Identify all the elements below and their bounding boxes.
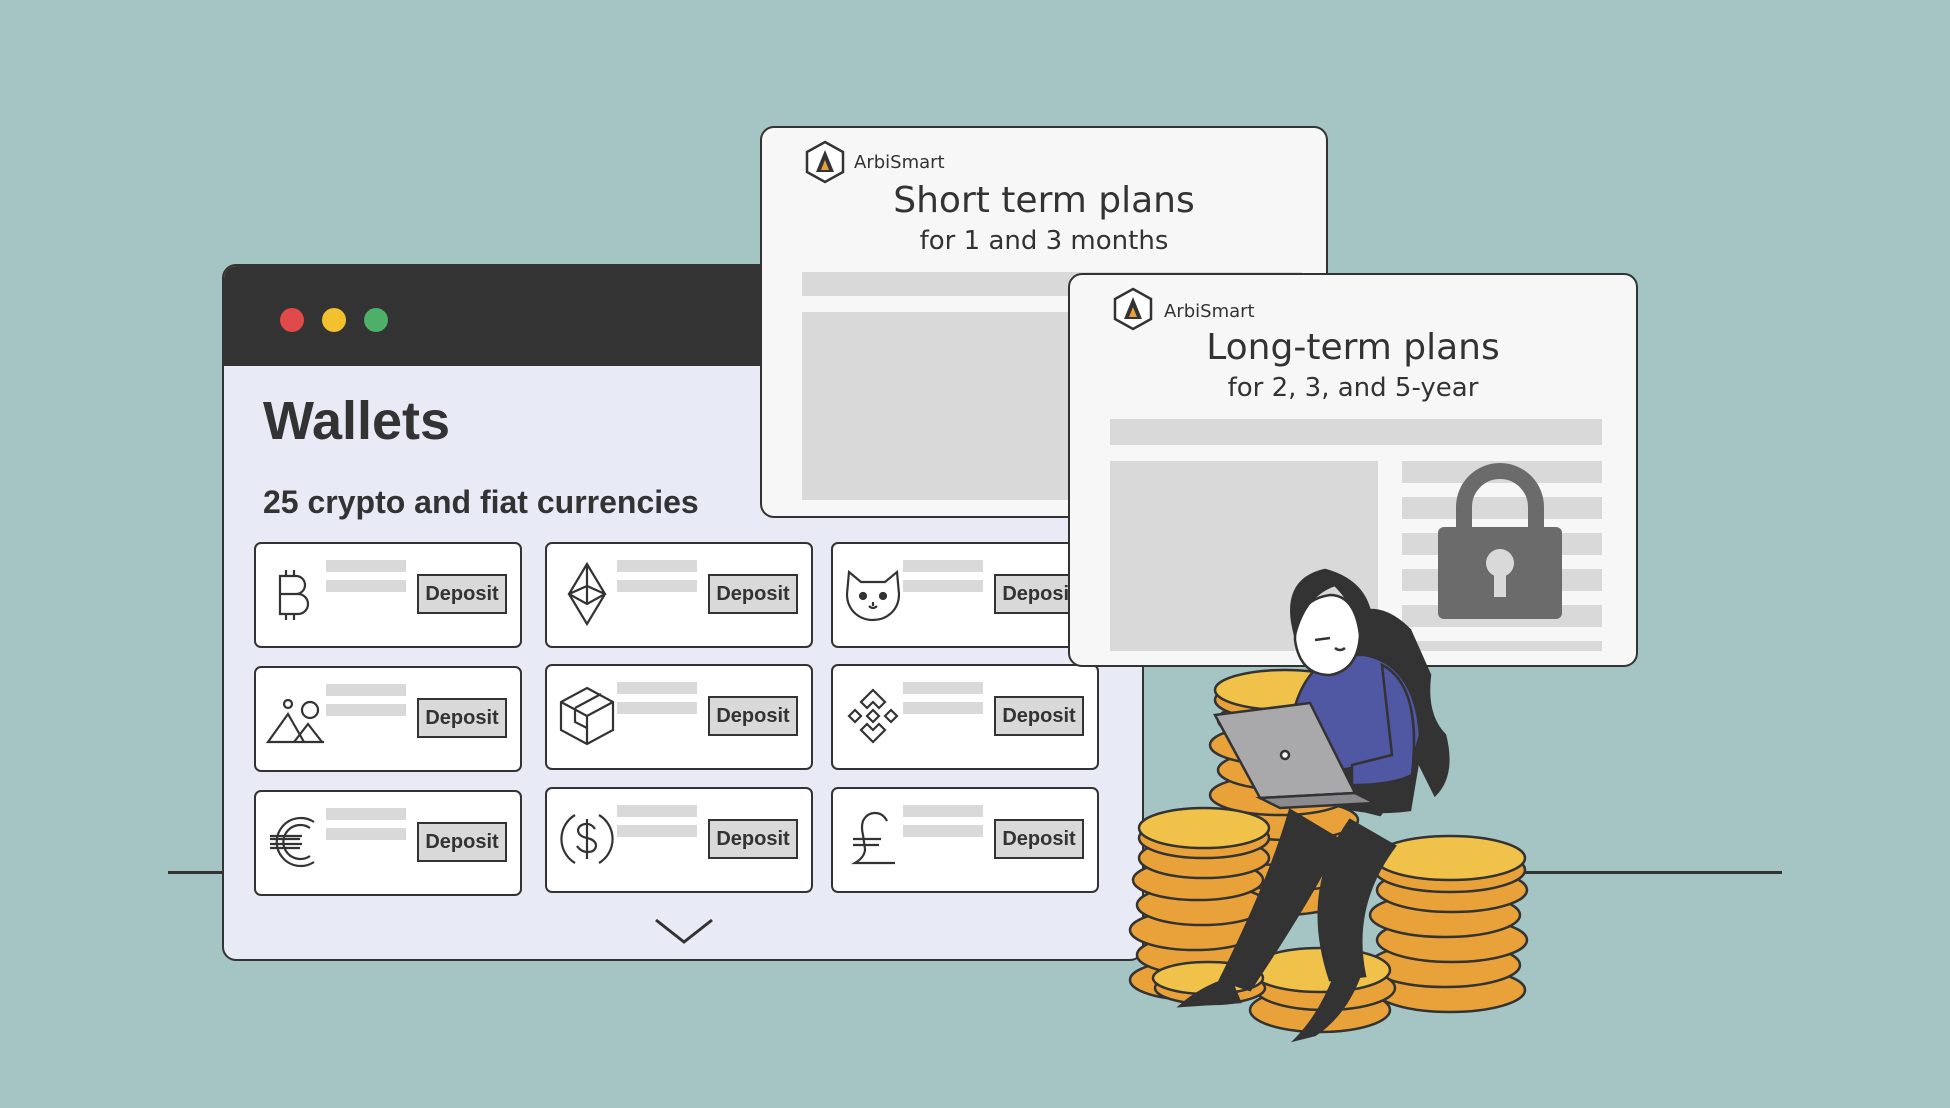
deposit-button[interactable]: Deposit [417, 698, 507, 738]
brand-name: ArbiSmart [854, 152, 945, 173]
maximize-dot[interactable] [364, 308, 388, 332]
panel-title: Long-term plans [1206, 327, 1500, 368]
lock-icon [1438, 463, 1562, 619]
mountains-icon [266, 698, 325, 744]
minimize-dot[interactable] [322, 308, 346, 332]
bitcoin-icon [278, 570, 310, 620]
wallet-card-mountains: Deposit [254, 666, 522, 772]
deposit-button[interactable]: Deposit [708, 696, 798, 736]
placeholder-block [802, 312, 1082, 500]
close-dot[interactable] [280, 308, 304, 332]
wallets-window: Wallets 25 crypto and fiat currencies De… [222, 264, 1144, 961]
dollar-coin-icon [560, 814, 614, 864]
deposit-button[interactable]: Deposit [417, 574, 507, 614]
deposit-button[interactable]: Deposit [994, 696, 1084, 736]
coins-woman-illustration [1128, 568, 1529, 1043]
wallet-card-bitcoin: Deposit [254, 542, 522, 648]
wallet-card-cube: Deposit [545, 664, 813, 770]
euro-icon [270, 816, 315, 868]
wallet-card-dollar: Deposit [545, 787, 813, 893]
page-subtitle: 25 crypto and fiat currencies [263, 484, 699, 520]
panel-title: Short term plans [893, 180, 1195, 221]
pound-icon [851, 811, 895, 865]
panel-subtitle: for 2, 3, and 5-year [1227, 373, 1479, 403]
wallet-card-ethereum: Deposit [545, 542, 813, 648]
page-title: Wallets [263, 391, 451, 451]
placeholder-line [1402, 641, 1602, 651]
deposit-button[interactable]: Deposit [708, 574, 798, 614]
cube-icon [559, 686, 615, 746]
panel-subtitle: for 1 and 3 months [919, 226, 1169, 256]
binance-icon [847, 688, 899, 744]
placeholder-bar [1110, 419, 1602, 445]
wallet-card-shiba: Deposit [831, 542, 1099, 648]
brand-name: ArbiSmart [1164, 301, 1255, 322]
shiba-inu-icon [845, 569, 901, 622]
placeholder-line [1402, 497, 1602, 519]
wallet-card-euro: Deposit [254, 790, 522, 896]
wallet-card-binance: Deposit [831, 664, 1099, 770]
arbismart-logo-icon [805, 140, 845, 184]
deposit-button[interactable]: Deposit [994, 819, 1084, 859]
ethereum-icon [567, 562, 607, 626]
wallet-card-pound: Deposit [831, 787, 1099, 893]
chevron-down-icon[interactable] [652, 916, 716, 946]
deposit-button[interactable]: Deposit [708, 819, 798, 859]
arbismart-logo-icon [1113, 287, 1153, 331]
deposit-button[interactable]: Deposit [417, 822, 507, 862]
